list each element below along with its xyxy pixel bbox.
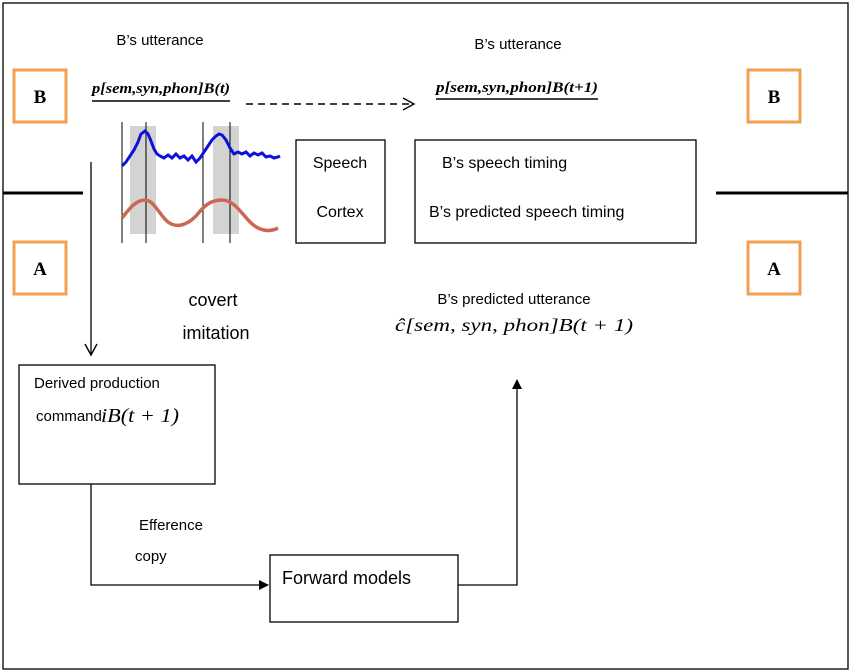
covert-label: covert [188,290,237,310]
arrow-forward-to-prediction [458,379,522,586]
utterance-right-formula: p[sem,syn,phon]B(t+1) [434,80,598,96]
badge-b-top-right: B [746,68,802,124]
badge-a-bottom-right-label: A [767,259,781,280]
forward-models-box [269,554,459,623]
utterance-left-formula: p[sem,syn,phon]B(t) [90,81,230,97]
utterance-left-title: B’s utterance [116,32,203,49]
timing-box [414,139,697,244]
badge-b-top-left-label: B [34,87,47,108]
derived-production-box [18,364,216,485]
utterance-right-title: B’s utterance [474,36,561,53]
highlight-band-2 [213,126,239,234]
cortex-label: Cortex [316,204,363,221]
forward-models-label: Forward models [282,568,411,588]
arrow-efference-copy [90,484,269,590]
timing-line-1: B’s speech timing [442,155,567,172]
speech-label: Speech [313,155,367,172]
badge-a-bottom-left: A [12,240,68,296]
predicted-utterance-title: B’s predicted utterance [437,291,590,308]
derived-line-2: command [36,408,102,425]
badge-b-top-right-label: B [768,87,781,108]
derived-line-1: Derived production [34,375,160,392]
imitation-label: imitation [182,323,249,343]
cortex-oscillation-wave [120,198,279,233]
derived-formula: iB(t + 1) [101,405,179,427]
badge-a-bottom-right: A [746,240,802,296]
timing-line-2: B’s predicted speech timing [429,204,624,221]
speech-cortex-box [295,139,386,244]
efference-label: Efference [139,517,203,534]
speech-envelope-wave [120,129,281,168]
predicted-utterance-formula: ĉ[sem, syn, phon]B(t + 1) [395,315,633,336]
badge-a-bottom-left-label: A [33,259,47,280]
copy-label: copy [135,548,167,565]
badge-b-top-left: B [12,68,68,124]
wave-panel [120,122,281,243]
